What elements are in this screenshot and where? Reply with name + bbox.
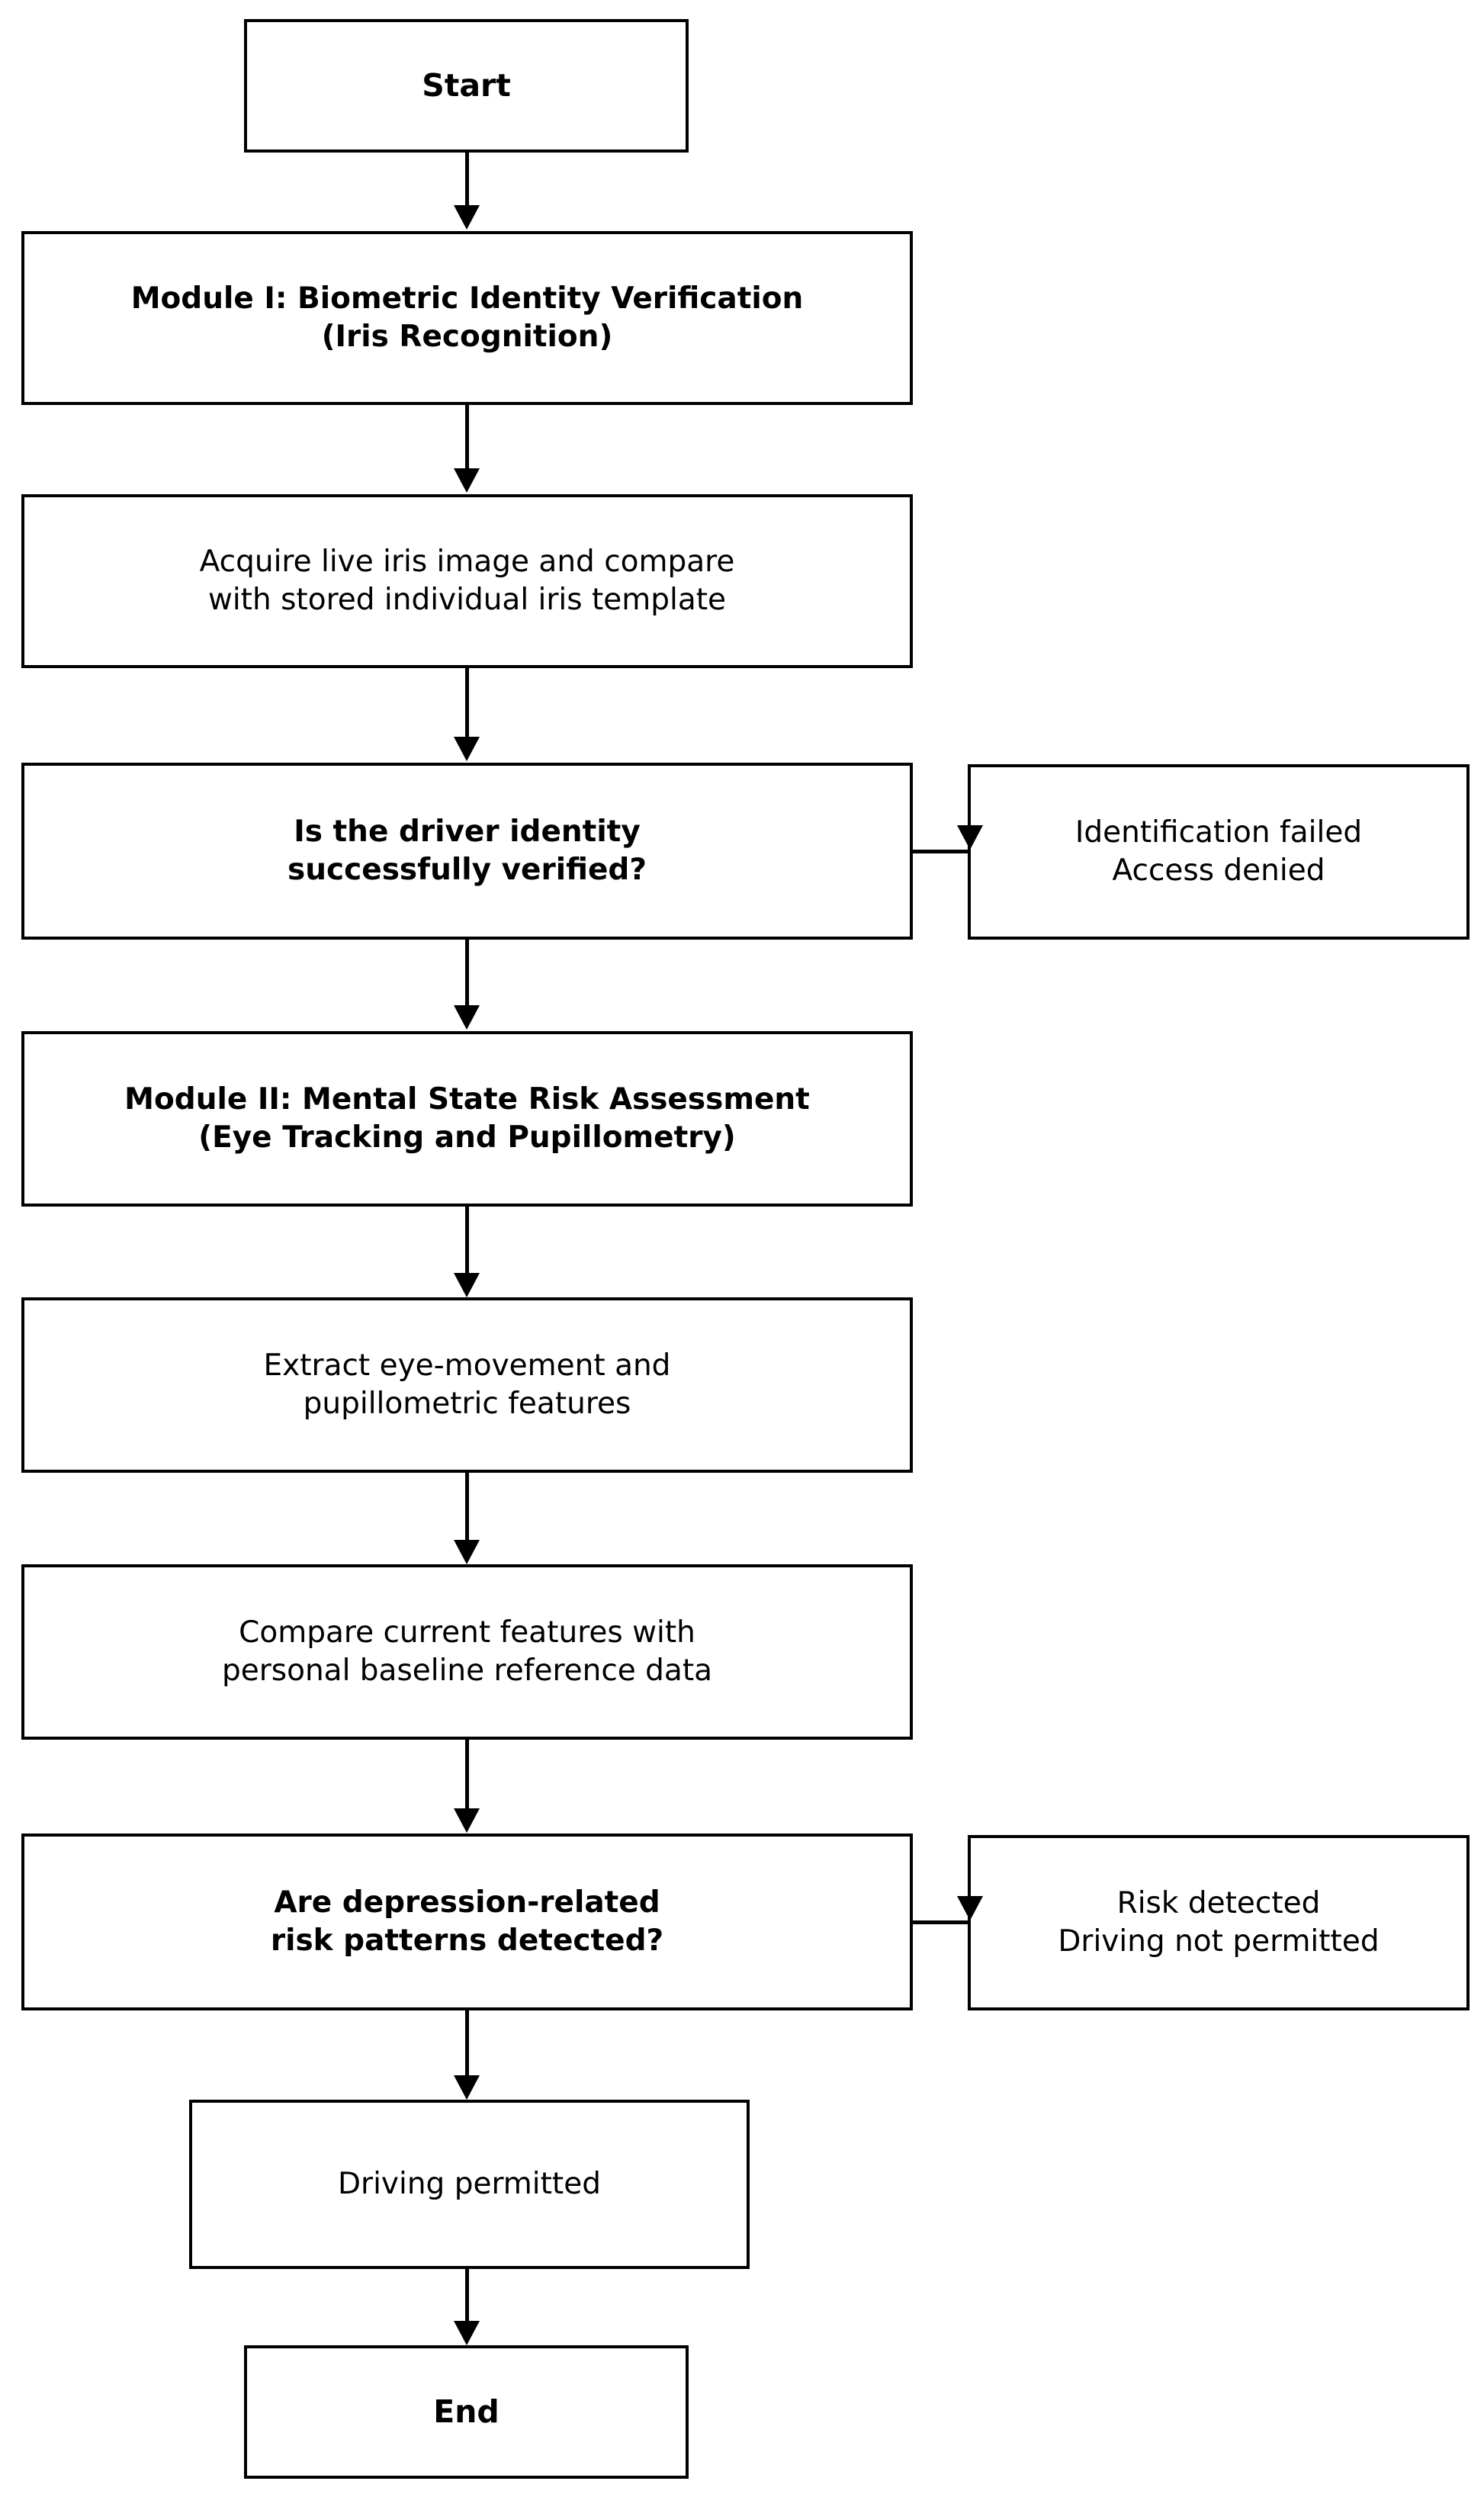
edge-decision-identity-to-module-2 xyxy=(465,940,469,1005)
edge-decision-identity-to-identification-failed-arrowhead xyxy=(957,825,983,850)
edge-driving-permitted-to-end xyxy=(465,2269,469,2321)
edge-driving-permitted-to-end-arrowhead xyxy=(454,2321,480,2345)
edge-extract-to-compare-arrowhead xyxy=(454,1540,480,1564)
node-end[interactable]: End xyxy=(244,2345,689,2479)
node-driving-permitted-label: Driving permitted xyxy=(338,2167,601,2202)
edge-compare-to-decision-risk xyxy=(465,1740,469,1808)
edge-extract-to-compare xyxy=(465,1473,469,1540)
node-start[interactable]: Start xyxy=(244,19,689,153)
edge-acquire-to-decision-identity xyxy=(465,668,469,737)
node-module-2-label: Module II: Mental State Risk Assessment … xyxy=(124,1082,810,1155)
edge-module-1-to-acquire-arrowhead xyxy=(454,468,480,493)
edge-decision-identity-to-module-2-arrowhead xyxy=(454,1005,480,1030)
node-module-1-label: Module I: Biometric Identity Verificatio… xyxy=(130,281,804,354)
edge-decision-risk-to-risk-detected-arrowhead xyxy=(957,1896,983,1920)
edge-start-to-module-1 xyxy=(465,153,469,208)
edge-acquire-to-decision-identity-arrowhead xyxy=(454,737,480,761)
node-acquire-iris-label: Acquire live iris image and compare with… xyxy=(199,545,735,617)
node-extract-features-label: Extract eye-movement and pupillometric f… xyxy=(263,1348,671,1421)
node-module-1[interactable]: Module I: Biometric Identity Verificatio… xyxy=(21,231,913,405)
node-identification-failed-label: Identification failed Access denied xyxy=(1074,815,1363,888)
edge-decision-risk-to-driving-permitted xyxy=(465,2010,469,2075)
edge-module-1-to-acquire xyxy=(465,405,469,468)
edge-module-2-to-extract-arrowhead xyxy=(454,1273,480,1297)
node-acquire-iris[interactable]: Acquire live iris image and compare with… xyxy=(21,494,913,668)
edge-decision-identity-to-identification-failed xyxy=(913,850,970,853)
node-compare-baseline-label: Compare current features with personal b… xyxy=(221,1615,713,1688)
node-extract-features[interactable]: Extract eye-movement and pupillometric f… xyxy=(21,1297,913,1473)
node-risk-detected-label: Risk detected Driving not permitted xyxy=(1058,1886,1380,1959)
node-start-label: Start xyxy=(422,67,511,104)
node-module-2[interactable]: Module II: Mental State Risk Assessment … xyxy=(21,1031,913,1207)
node-decision-risk[interactable]: Are depression-related risk patterns det… xyxy=(21,1834,913,2010)
node-end-label: End xyxy=(433,2393,499,2431)
edge-start-to-module-1-arrowhead xyxy=(454,205,480,230)
node-decision-risk-label: Are depression-related risk patterns det… xyxy=(270,1885,664,1958)
node-driving-permitted[interactable]: Driving permitted xyxy=(189,2100,750,2269)
edge-decision-risk-to-risk-detected xyxy=(913,1920,970,1924)
edge-module-2-to-extract xyxy=(465,1207,469,1273)
edge-decision-risk-to-driving-permitted-arrowhead xyxy=(454,2075,480,2100)
node-identification-failed[interactable]: Identification failed Access denied xyxy=(968,764,1470,940)
node-compare-baseline[interactable]: Compare current features with personal b… xyxy=(21,1564,913,1740)
node-risk-detected[interactable]: Risk detected Driving not permitted xyxy=(968,1835,1470,2010)
edge-compare-to-decision-risk-arrowhead xyxy=(454,1808,480,1833)
node-decision-identity[interactable]: Is the driver identity successfully veri… xyxy=(21,763,913,940)
node-decision-identity-label: Is the driver identity successfully veri… xyxy=(287,815,647,887)
